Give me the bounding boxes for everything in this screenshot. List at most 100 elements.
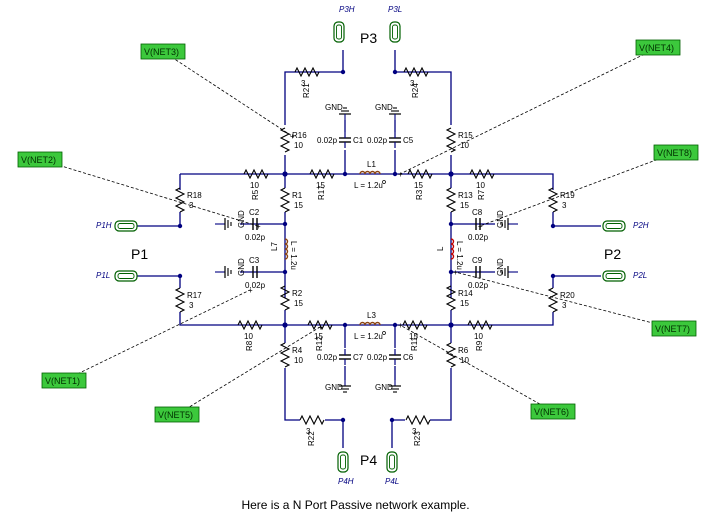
ground-symbol: GND	[215, 210, 246, 230]
capacitor-value: 0.02p	[317, 136, 338, 145]
resistor-label: R22	[307, 431, 316, 446]
inductor-value: L = 1.2u	[289, 241, 298, 270]
svg-text:+: +	[398, 321, 403, 330]
capacitor-c8[interactable]: C8 0.02p	[468, 208, 489, 242]
terminal-p3l[interactable]: P3L	[388, 5, 402, 43]
probe-label: V(NET1)	[45, 376, 80, 386]
svg-text:+: +	[318, 323, 323, 332]
probe-vnet8[interactable]: V(NET8) +	[478, 144, 699, 231]
terminal-p1l[interactable]: P1L	[96, 270, 138, 282]
capacitor-value: 0.02p	[245, 281, 266, 290]
terminal-label: P3L	[388, 5, 402, 14]
terminal-p2l[interactable]: P2L	[602, 270, 647, 282]
probe-vnet5[interactable]: V(NET5) +	[154, 323, 323, 423]
inductor-l3[interactable]: L3L = 1.2u	[354, 311, 386, 341]
inductor-l1[interactable]: L1L = 1.2u	[354, 160, 386, 190]
resistor-value: 3	[301, 79, 306, 88]
resistor-value: 10	[244, 332, 253, 341]
probe-label: V(NET2)	[21, 155, 56, 165]
inductor-value: L = 1.2u	[354, 332, 383, 341]
probe-vnet3[interactable]: V(NET3)+	[140, 43, 295, 141]
resistor-label: R14	[458, 289, 473, 298]
voltage-probes: V(NET3)+V(NET4)+V(NET2)+V(NET8)+V(NET7)+…	[17, 39, 699, 423]
resistor-value: 3	[306, 427, 311, 436]
probe-vnet7[interactable]: V(NET7)+	[453, 268, 697, 337]
resistor-value: 15	[409, 332, 418, 341]
resistor-label: R5	[251, 189, 260, 200]
capacitor-label: C8	[472, 208, 483, 217]
terminal-p4l[interactable]: P4L	[385, 451, 399, 486]
capacitor-c9[interactable]: C90.02p	[468, 256, 489, 290]
terminal-label: P1H	[96, 221, 112, 230]
inductor-value: L = 1.2u	[455, 241, 464, 270]
port-label-p4: P4	[360, 452, 377, 468]
ground-symbol: GND	[496, 210, 518, 230]
probe-vnet6[interactable]: V(NET6)+	[398, 321, 576, 420]
capacitor-c3[interactable]: C30.02p	[245, 256, 266, 290]
resistor-label: R23	[413, 431, 422, 446]
resistor-label: R18	[187, 191, 202, 200]
svg-text:+: +	[478, 222, 483, 231]
probe-label: V(NET5)	[158, 410, 193, 420]
terminal-p2h[interactable]: P2H	[602, 220, 649, 232]
port-label-p2: P2	[604, 246, 621, 262]
resistor-label: R6	[458, 346, 469, 355]
capacitor-value: 0.02p	[245, 233, 266, 242]
probe-label: V(NET8)	[657, 148, 692, 158]
terminal-p4h[interactable]: P4H	[337, 451, 354, 486]
probe-vnet4[interactable]: V(NET4)+	[398, 39, 681, 179]
ground-symbol: GND	[496, 258, 518, 278]
svg-text:+: +	[256, 222, 261, 231]
resistor-label: R19	[560, 191, 575, 200]
capacitor-value: 0.02p	[468, 233, 489, 242]
resistor-label: R17	[187, 291, 202, 300]
probe-label: V(NET4)	[639, 43, 674, 53]
ground-symbol: GND	[375, 380, 401, 393]
capacitor-value: 0.02p	[468, 281, 489, 290]
resistor-label: R3	[415, 189, 424, 200]
resistor-label: R1	[292, 191, 303, 200]
resistor-label: R17	[317, 185, 326, 200]
resistor-value: 10	[294, 141, 303, 150]
terminal-p3h[interactable]: P3H	[333, 5, 355, 43]
probe-vnet2[interactable]: V(NET2) +	[17, 151, 261, 231]
capacitor-c2[interactable]: C20.02p	[245, 208, 266, 242]
capacitor-value: 0.02p	[317, 353, 338, 362]
resistor-value: 15	[460, 201, 469, 210]
terminal-p1h[interactable]: P1H	[96, 220, 138, 232]
ground-symbol: GND	[215, 258, 246, 278]
probe-vnet1[interactable]: V(NET1)+	[41, 286, 253, 389]
